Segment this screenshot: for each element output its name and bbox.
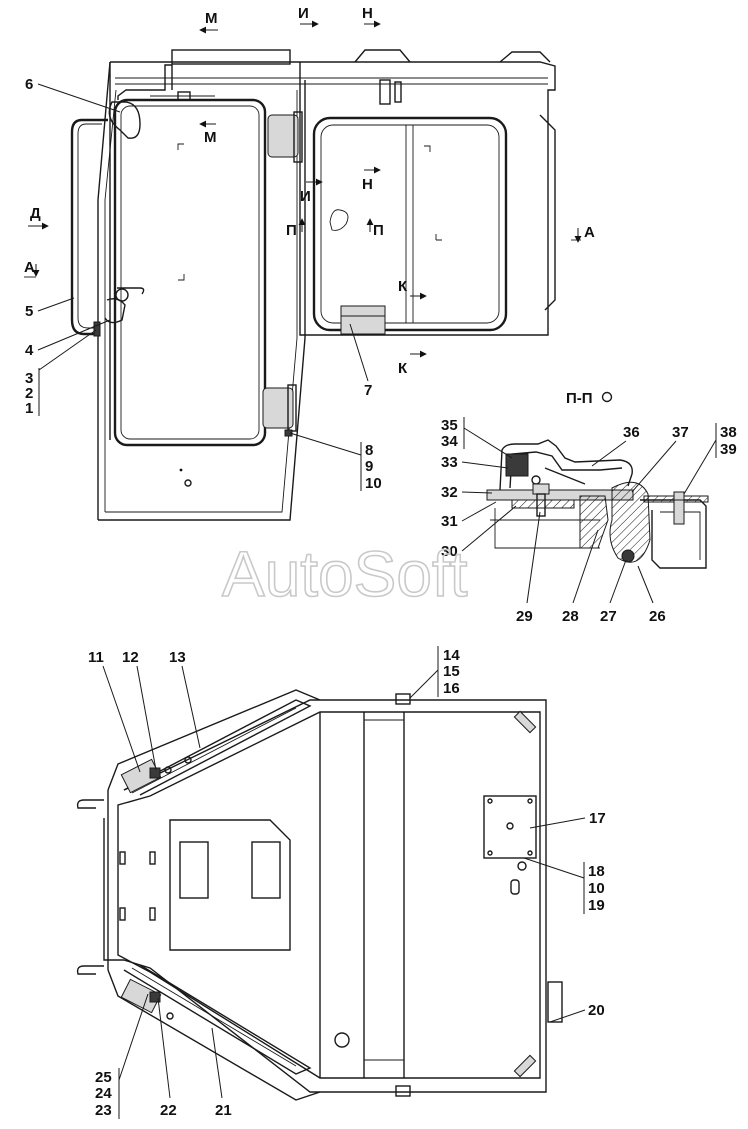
callout-22: 22 bbox=[160, 1102, 177, 1119]
callout-33: 33 bbox=[441, 454, 458, 471]
view-mark-p-left: П bbox=[286, 222, 297, 239]
callout-10b: 10 bbox=[588, 880, 605, 897]
view-marks: М И Н М Д А А И Н П П К К bbox=[24, 5, 595, 377]
view-mark-n-mid: Н bbox=[362, 176, 373, 193]
callout-16: 16 bbox=[443, 680, 460, 697]
watermark: AutoSoft bbox=[222, 538, 468, 610]
view-mark-a-left: А bbox=[24, 259, 35, 276]
callout-19: 19 bbox=[588, 897, 605, 914]
callout-36: 36 bbox=[623, 424, 640, 441]
callout-21: 21 bbox=[215, 1102, 232, 1119]
callout-14: 14 bbox=[443, 647, 460, 664]
callout-10: 10 bbox=[365, 475, 382, 492]
view-mark-k-low: К bbox=[398, 360, 408, 377]
callout-24: 24 bbox=[95, 1085, 112, 1102]
callout-26: 26 bbox=[649, 608, 666, 625]
callout-32: 32 bbox=[441, 484, 458, 501]
callout-2: 2 bbox=[25, 385, 33, 402]
view-mark-i-mid: И bbox=[300, 188, 311, 205]
section-title: П-П bbox=[566, 390, 593, 407]
callout-25: 25 bbox=[95, 1069, 112, 1086]
callout-37: 37 bbox=[672, 424, 689, 441]
callout-18: 18 bbox=[588, 863, 605, 880]
callout-9: 9 bbox=[365, 458, 373, 475]
side-view-callouts: 6 5 4 3 2 1 7 8 9 10 bbox=[25, 76, 382, 492]
view-mark-n-top: Н bbox=[362, 5, 373, 22]
plan-view bbox=[76, 689, 563, 1101]
view-mark-m-door: М bbox=[204, 129, 217, 146]
callout-7: 7 bbox=[364, 382, 372, 399]
callout-11: 11 bbox=[88, 649, 104, 666]
callout-23: 23 bbox=[95, 1102, 112, 1119]
view-mark-p-right: П bbox=[373, 222, 384, 239]
callout-30: 30 bbox=[441, 543, 458, 560]
callout-29: 29 bbox=[516, 608, 533, 625]
view-mark-a-right: А bbox=[584, 224, 595, 241]
callout-15: 15 bbox=[443, 663, 460, 680]
callout-13: 13 bbox=[169, 649, 186, 666]
callout-17: 17 bbox=[589, 810, 606, 827]
callout-8: 8 bbox=[365, 442, 373, 459]
view-mark-k-mid: К bbox=[398, 278, 408, 295]
callout-1: 1 bbox=[25, 400, 33, 417]
callout-39: 39 bbox=[720, 441, 737, 458]
section-p-p: П-П 35 34 33 32 31 bbox=[441, 390, 737, 625]
callout-12: 12 bbox=[122, 649, 139, 666]
callout-34: 34 bbox=[441, 433, 458, 450]
plan-view-callouts: 11 12 13 14 15 16 17 18 10 19 20 25 24 2… bbox=[88, 646, 606, 1119]
callout-4: 4 bbox=[25, 342, 34, 359]
callout-3: 3 bbox=[25, 370, 33, 387]
callout-28: 28 bbox=[562, 608, 579, 625]
callout-27: 27 bbox=[600, 608, 617, 625]
side-view bbox=[24, 49, 581, 521]
callout-5: 5 bbox=[25, 303, 33, 320]
callout-20: 20 bbox=[588, 1002, 605, 1019]
callout-38: 38 bbox=[720, 424, 737, 441]
view-mark-d-left: Д bbox=[30, 205, 41, 222]
view-mark-i-top: И bbox=[298, 5, 309, 22]
callout-31: 31 bbox=[441, 513, 458, 530]
view-mark-m-top: М bbox=[205, 10, 218, 27]
callout-35: 35 bbox=[441, 417, 458, 434]
callout-6: 6 bbox=[25, 76, 33, 93]
